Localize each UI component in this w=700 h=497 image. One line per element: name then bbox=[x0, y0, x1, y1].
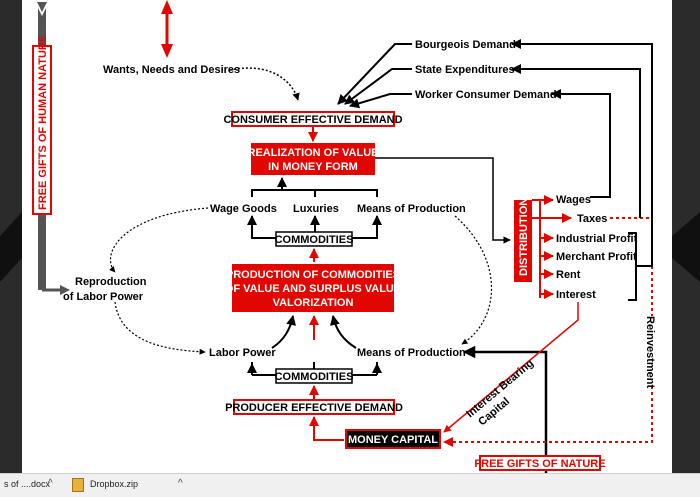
labor-power-label: Labor Power bbox=[209, 347, 276, 359]
chevron-up-icon[interactable]: ^ bbox=[48, 478, 53, 489]
download-item-dropbox[interactable]: Dropbox.zip bbox=[90, 479, 139, 489]
free-gifts-human-nature-label: FREE GIFTS OF HUMAN NATURE bbox=[37, 35, 49, 210]
money-capital-label: MONEY CAPITAL bbox=[348, 434, 438, 446]
wage-goods-label: Wage Goods bbox=[210, 203, 277, 215]
consumer-effective-demand-box bbox=[231, 111, 395, 127]
luxuries-label: Luxuries bbox=[293, 203, 339, 215]
commodities-top-label: COMMODITIES bbox=[275, 234, 354, 246]
realization-line2: IN MONEY FORM bbox=[268, 161, 358, 173]
worker-consumer-demand-label: Worker Consumer Demand bbox=[415, 89, 557, 101]
commodities-bottom-box bbox=[275, 368, 353, 384]
chevron-up-icon[interactable]: ^ bbox=[178, 478, 183, 489]
distribution-label: DISTRIBUTION bbox=[518, 198, 530, 276]
download-item-docx[interactable]: s of ....docx bbox=[4, 479, 51, 489]
wants-needs-desires-label: Wants, Needs and Desires bbox=[103, 64, 240, 76]
distribution-box bbox=[514, 200, 532, 282]
money-capital-box bbox=[345, 429, 441, 449]
free-gifts-human-nature-bar: FREE GIFTS OF HUMAN NATURE bbox=[32, 0, 70, 295]
zip-file-icon bbox=[72, 478, 84, 492]
rent-label: Rent bbox=[556, 269, 581, 281]
production-box bbox=[232, 264, 394, 312]
reproduction-line2: of Labor Power bbox=[63, 291, 144, 303]
means-of-production-top-label: Means of Production bbox=[357, 203, 466, 215]
bourgeois-demand-label: Bourgeois Demand bbox=[415, 39, 516, 51]
producer-effective-demand-box bbox=[233, 399, 395, 415]
production-line1: PRODUCTION OF COMMODITIES bbox=[226, 269, 400, 281]
reproduction-line1: Reproduction bbox=[75, 276, 147, 288]
free-gifts-nature-label: FREE GIFTS OF NATURE bbox=[474, 458, 605, 470]
wants-arrow bbox=[161, 0, 173, 58]
production-line2: OF VALUE AND SURPLUS VALUE bbox=[225, 283, 401, 295]
industrial-profit-label: Industrial Profit bbox=[556, 233, 638, 245]
producer-effective-demand-label: PRODUCER EFFECTIVE DEMAND bbox=[225, 402, 403, 414]
means-of-production-bottom-label: Means of Production bbox=[357, 347, 466, 359]
realization-of-value-box bbox=[251, 143, 375, 175]
capital-circulation-diagram: FREE GIFTS OF HUMAN NATURE Wants, Needs … bbox=[0, 0, 700, 473]
taxes-label: Taxes bbox=[577, 213, 607, 225]
state-expenditures-label: State Expenditures bbox=[415, 64, 515, 76]
commodities-bottom-label: COMMODITIES bbox=[275, 371, 354, 383]
download-bar: s of ....docx ^ Dropbox.zip ^ bbox=[0, 473, 700, 497]
wages-label: Wages bbox=[556, 194, 591, 206]
free-gifts-nature-box bbox=[479, 455, 601, 471]
interest-label: Interest bbox=[556, 289, 596, 301]
realization-line1: REALIZATION OF VALUE bbox=[248, 147, 379, 159]
merchant-profit-label: Merchant Profit bbox=[556, 251, 637, 263]
consumer-effective-demand-label: CONSUMER EFFECTIVE DEMAND bbox=[223, 114, 402, 126]
production-line3: VALORIZATION bbox=[273, 297, 354, 309]
commodities-top-box bbox=[275, 231, 353, 247]
reinvestment-label: Reinvestment bbox=[644, 316, 656, 388]
